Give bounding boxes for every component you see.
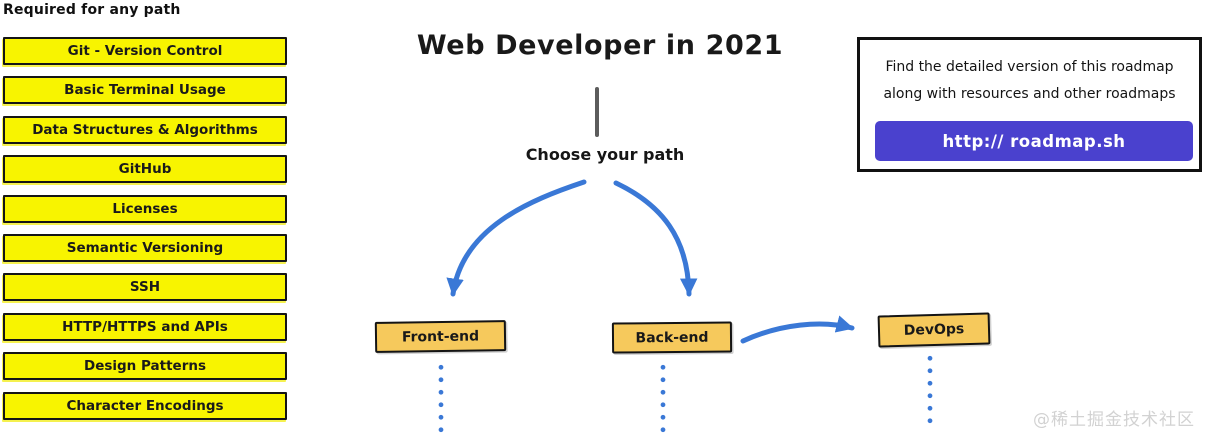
roadmap-url-button[interactable]: http:// roadmap.sh bbox=[875, 121, 1193, 161]
required-topic-label: Character Encodings bbox=[66, 397, 224, 414]
info-box-line2: along with resources and other roadmaps bbox=[883, 86, 1176, 102]
required-topic-box[interactable]: Data Structures & Algorithms bbox=[3, 115, 287, 144]
info-box: Find the detailed version of this roadma… bbox=[857, 37, 1202, 172]
required-topic-label: Git - Version Control bbox=[67, 43, 223, 59]
required-topic-box[interactable]: Git - Version Control bbox=[3, 37, 287, 65]
backend-continuation-dots bbox=[660, 361, 666, 436]
required-topic-box[interactable]: GitHub bbox=[3, 155, 287, 184]
page-title: Web Developer in 2021 bbox=[416, 30, 784, 61]
choose-your-path-label: Choose your path bbox=[525, 145, 685, 164]
required-for-any-path-heading: Required for any path bbox=[3, 2, 181, 18]
required-topic-label: Semantic Versioning bbox=[66, 239, 224, 256]
frontend-node[interactable]: Front-end bbox=[374, 320, 507, 353]
required-topic-box[interactable]: HTTP/HTTPS and APIs bbox=[3, 312, 287, 341]
devops-node[interactable]: DevOps bbox=[877, 312, 991, 348]
required-topic-label: Basic Terminal Usage bbox=[64, 82, 226, 99]
required-topic-label: Licenses bbox=[112, 200, 178, 217]
required-topic-label: GitHub bbox=[118, 161, 172, 178]
info-box-line1: Find the detailed version of this roadma… bbox=[885, 59, 1174, 75]
arrow-backend-to-devops bbox=[740, 315, 855, 344]
required-topic-box[interactable]: Basic Terminal Usage bbox=[3, 76, 287, 105]
required-topic-box[interactable]: Licenses bbox=[3, 194, 287, 223]
arrow-to-backend bbox=[613, 180, 698, 297]
title-connector-line bbox=[595, 87, 599, 137]
arrow-to-frontend bbox=[446, 179, 587, 297]
watermark: @稀土掘金技术社区 bbox=[1033, 410, 1195, 430]
backend-node[interactable]: Back-end bbox=[611, 321, 733, 354]
required-topic-box[interactable]: SSH bbox=[3, 273, 287, 302]
required-topic-box[interactable]: Design Patterns bbox=[3, 352, 287, 381]
required-topic-label: HTTP/HTTPS and APIs bbox=[62, 318, 228, 335]
frontend-continuation-dots bbox=[438, 361, 444, 436]
required-topics-list: Git - Version Control Basic Terminal Usa… bbox=[3, 37, 287, 420]
required-topic-box[interactable]: Semantic Versioning bbox=[3, 233, 287, 262]
required-topic-label: SSH bbox=[129, 279, 161, 296]
required-topic-label: Design Patterns bbox=[83, 358, 206, 375]
required-topic-box[interactable]: Character Encodings bbox=[3, 391, 287, 420]
required-topic-label: Data Structures & Algorithms bbox=[32, 121, 258, 138]
devops-continuation-dots bbox=[927, 352, 933, 430]
